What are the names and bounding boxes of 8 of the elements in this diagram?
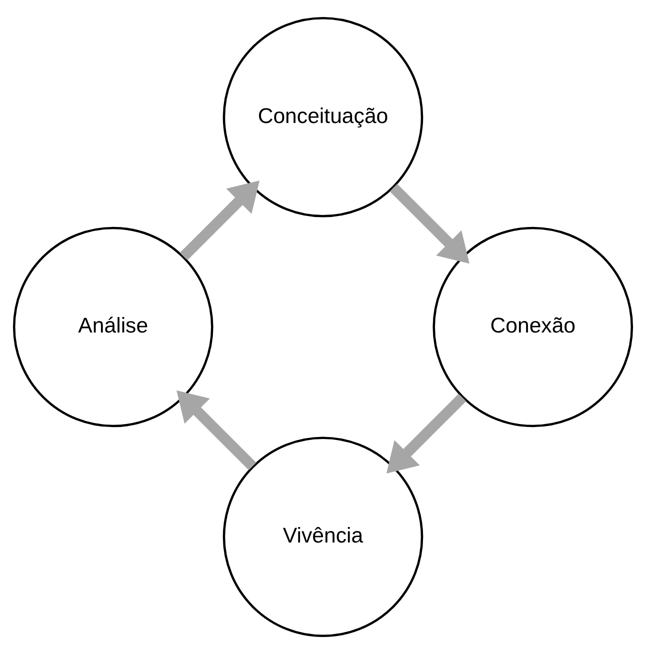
node-circle: Análise	[12, 226, 214, 427]
arrow	[386, 393, 466, 473]
arrow	[176, 390, 256, 470]
node-circle: Vivência	[222, 436, 424, 637]
arrow	[180, 180, 260, 260]
node-circle: Conexão	[432, 226, 634, 427]
node-circle: Conceituação	[222, 16, 424, 217]
arrow	[390, 183, 470, 264]
